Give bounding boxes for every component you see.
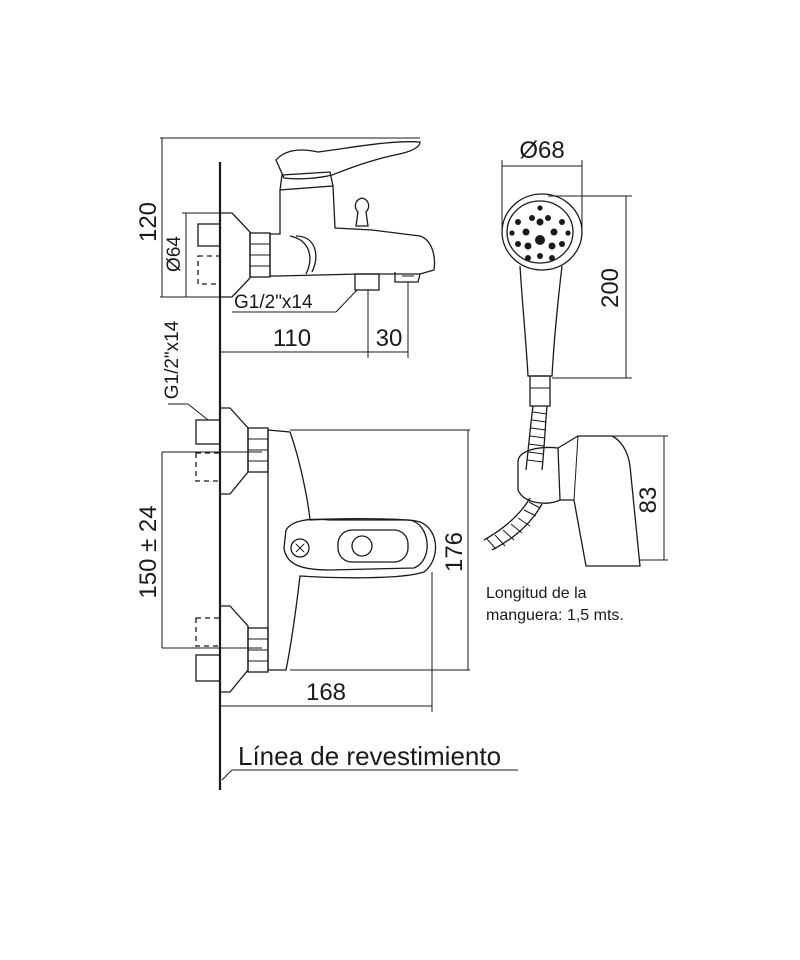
dim-shower-length: 200 <box>597 268 624 308</box>
dim-center-distance: 150 ± 24 <box>135 505 162 598</box>
dim-thread-side: G1/2"x14 <box>162 320 183 399</box>
dim-body-height: 176 <box>441 532 468 572</box>
shower-hose <box>483 405 548 551</box>
faucet-front-view <box>195 407 437 693</box>
shower-holder <box>517 435 641 567</box>
dimension-lines <box>160 137 668 781</box>
faucet-side-view <box>197 141 436 298</box>
dim-height-top: 120 <box>135 202 162 242</box>
dim-shower-diameter: Ø68 <box>519 137 564 164</box>
dim-spout-tip: 30 <box>376 325 403 352</box>
dim-total-width: 168 <box>306 679 346 706</box>
dim-thread-top: G1/2"x14 <box>234 292 313 313</box>
hose-note-line-1: Longitud de la <box>486 585 587 602</box>
dim-escutcheon-diameter: Ø64 <box>164 236 185 272</box>
hose-note-line-2: manguera: 1,5 mts. <box>486 607 624 624</box>
hand-shower <box>501 193 583 407</box>
wall-label: Línea de revestimiento <box>238 741 501 771</box>
dim-spout-reach: 110 <box>273 325 311 352</box>
dim-holder-height: 83 <box>635 487 662 514</box>
